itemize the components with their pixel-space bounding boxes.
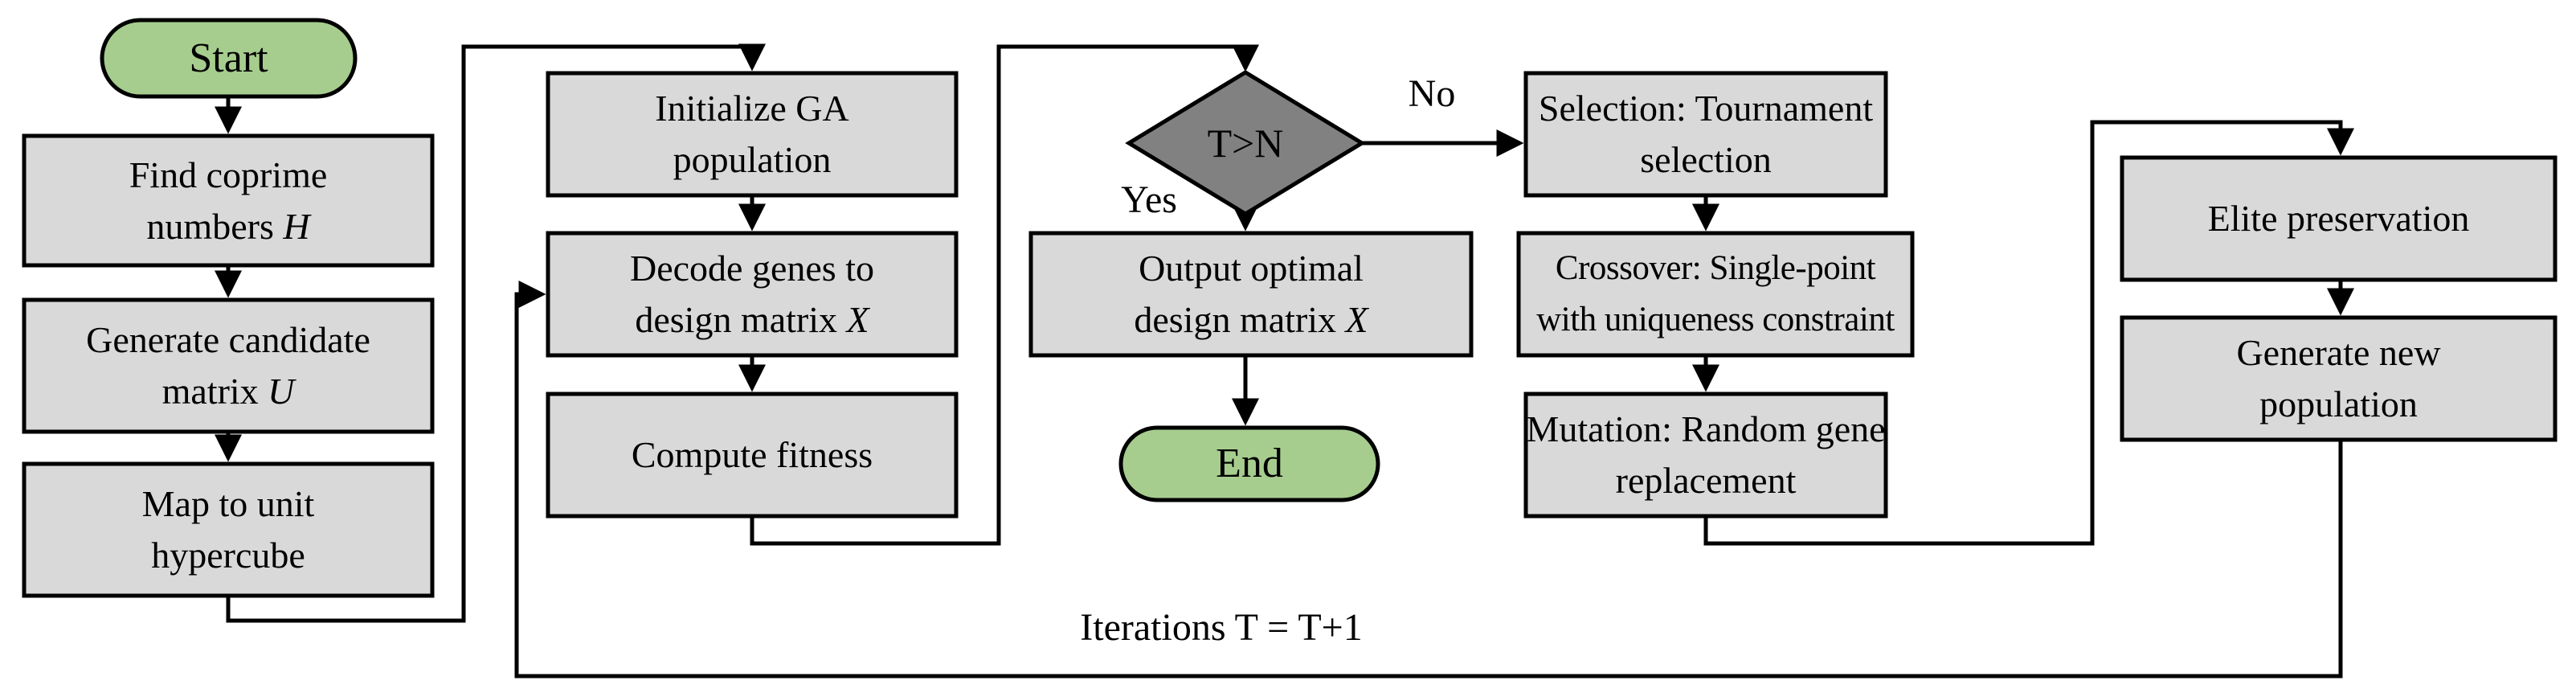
edge-compute-fitness-to-decision [750,44,1259,546]
process-selection-shape [1523,71,1888,198]
edge-label-no: No [1408,72,1456,115]
start-terminator-shape [100,18,358,99]
label-line: Crossover: Single-point [1555,249,1876,287]
edge-iteration-loop-generate-new-to-decode-genes [514,281,2343,679]
process-generate-new-label: Generate new population [2122,318,2555,440]
label-line: Output optimal [1139,248,1364,289]
decision-diamond-shape [1125,70,1366,216]
process-find-coprime-shape [22,133,435,268]
start-label-line: Start [189,35,268,81]
process-compute-fitness-shape [546,392,959,519]
label-line: Generate new [2236,332,2441,373]
label-line: Initialize GA [655,88,849,129]
edge-label-yes: Yes [1121,178,1177,221]
process-selection-label: Selection: Tournament selection [1526,73,1886,195]
process-elite-shape [2120,155,2558,282]
decision-diamond-label: T>N [1129,72,1362,214]
process-map-hypercube-label: Map to unit hypercube [24,464,432,596]
label-line: population [673,139,832,180]
label-line: Compute fitness [631,434,873,475]
label-line: Map to unit [141,483,315,524]
end-terminator-label: End [1121,428,1378,500]
edge-map-hypercube-to-initialize-ga [226,43,766,623]
label-line: selection [1640,139,1772,180]
label-line: population [2259,383,2418,424]
label-line: with uniqueness constraint [1536,301,1895,338]
label-line: replacement [1615,460,1797,501]
process-generate-new-shape [2120,315,2558,442]
process-initialize-ga-shape [546,71,959,198]
label-line: hypercube [151,535,305,576]
label-line: Selection: Tournament [1538,88,1874,129]
process-decode-genes-shape [546,231,959,358]
label-line: design matrix X [1134,299,1368,340]
end-label-line: End [1216,441,1283,486]
process-elite-label: Elite preservation [2122,158,2555,280]
start-terminator-label: Start [102,20,355,96]
label-line: Find coprime [129,154,328,195]
process-initialize-ga-label: Initialize GA population [548,73,956,195]
process-output-optimal-shape [1028,231,1474,358]
end-terminator-shape [1118,425,1380,502]
process-mutation-label: Mutation: Random gene replacement [1526,394,1886,516]
process-decode-genes-label: Decode genes to design matrix X [548,233,956,355]
process-generate-candidate-label: Generate candidate matrix U [24,300,432,432]
label-line: matrix U [162,371,295,412]
label-line: design matrix X [635,299,869,340]
process-crossover-label: Crossover: Single-point with uniqueness … [1519,233,1912,355]
process-find-coprime-label: Find coprime numbers H [24,136,432,265]
label-line: Elite preservation [2207,198,2470,239]
edge-mutation-to-elite [1703,120,2354,546]
process-crossover-shape [1516,231,1915,358]
process-compute-fitness-label: Compute fitness [548,394,956,516]
process-generate-candidate-shape [22,297,435,434]
label-line: numbers H [146,205,310,247]
process-output-optimal-label: Output optimal design matrix X [1031,233,1471,355]
label-line: Mutation: Random gene [1526,408,1886,449]
process-map-hypercube-shape [22,461,435,598]
process-mutation-shape [1523,392,1888,519]
label-line: Generate candidate [86,319,370,360]
edge-label-iterations: Iterations T = T+1 [1080,605,1363,649]
label-line: T>N [1207,121,1284,166]
label-line: Decode genes to [630,248,874,289]
